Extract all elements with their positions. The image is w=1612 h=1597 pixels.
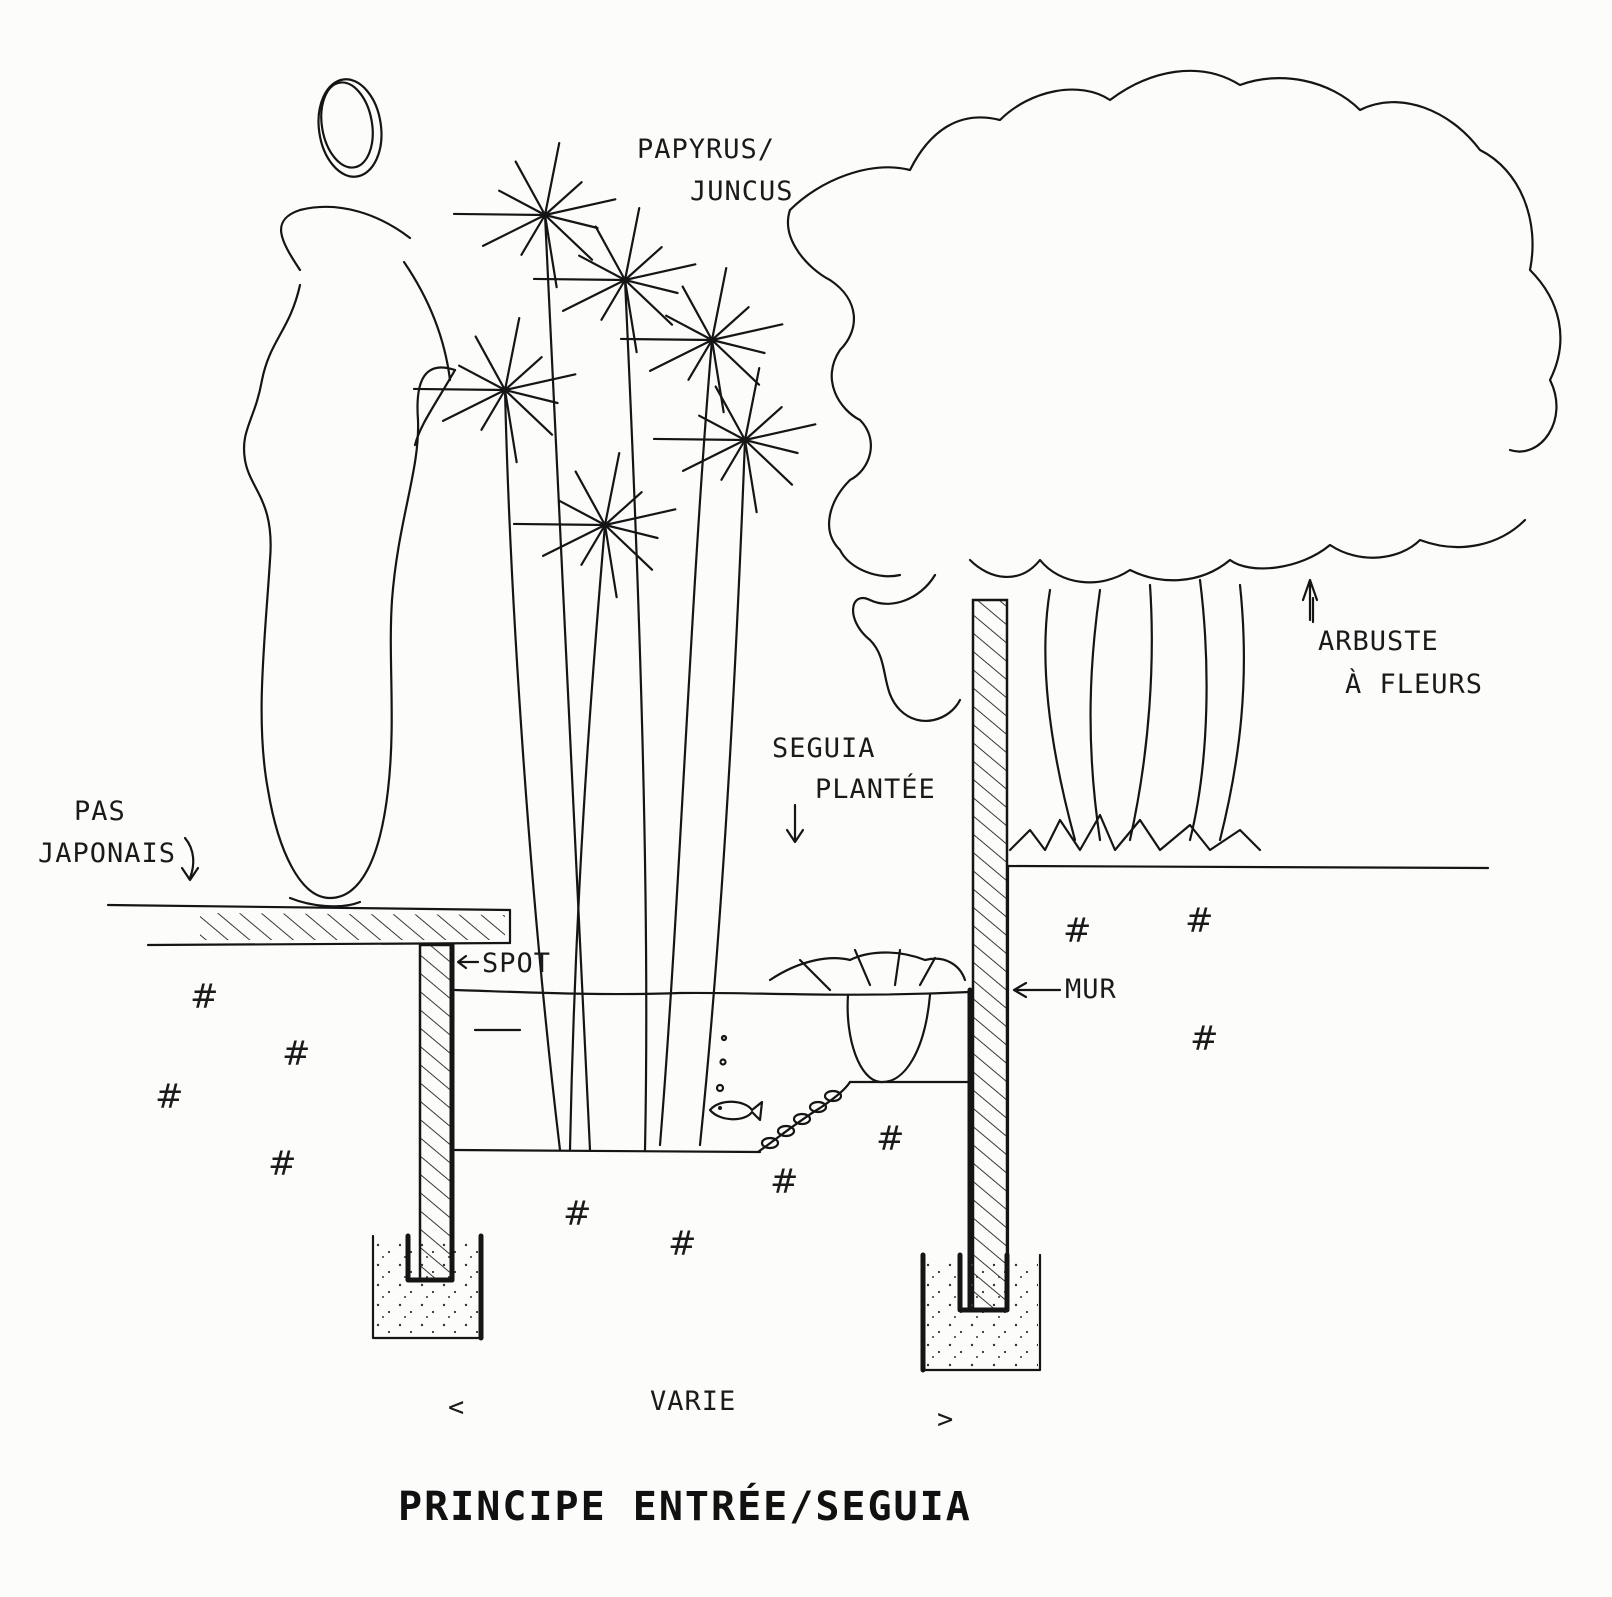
soil-hash-mark: # xyxy=(1190,1019,1219,1059)
soil-hash-mark: # xyxy=(155,1077,184,1117)
soil-hash-mark: # xyxy=(1185,901,1214,941)
seguia-channel xyxy=(453,948,972,1154)
soil-hash-mark: # xyxy=(1063,911,1092,951)
label-papyrus-line1: PAPYRUS/ xyxy=(637,134,775,165)
flowering-shrub xyxy=(787,69,1562,852)
varie-left-bracket: < xyxy=(448,1392,465,1423)
soil-hash-mark: # xyxy=(282,1034,311,1074)
label-papyrus-line2: JUNCUS xyxy=(690,176,794,207)
label-spot: SPOT xyxy=(482,948,551,979)
soil-hash-mark: # xyxy=(668,1224,697,1264)
left-wall xyxy=(371,942,484,1341)
label-arbuste-line2: À FLEURS xyxy=(1345,668,1483,700)
varie-right-bracket: > xyxy=(937,1404,954,1435)
japanese-step xyxy=(200,913,505,940)
right-wall xyxy=(920,598,1042,1373)
person-figure xyxy=(242,78,457,908)
label-mur: MUR xyxy=(1065,974,1117,1005)
label-seguia-line2: PLANTÉE xyxy=(815,773,936,805)
soil-hash-mark: # xyxy=(268,1144,297,1184)
soil-marks: # # # # # # # # # # # xyxy=(155,901,1219,1264)
drawing-title: PRINCIPE ENTRÉE/SEGUIA xyxy=(398,1482,972,1530)
label-seguia-line1: SEGUIA xyxy=(772,733,876,764)
label-pas-line2: JAPONAIS xyxy=(38,838,176,869)
annotation-arrows xyxy=(180,596,1315,999)
soil-hash-mark: # xyxy=(876,1119,905,1159)
soil-hash-mark: # xyxy=(563,1194,592,1234)
soil-hash-mark: # xyxy=(770,1162,799,1202)
label-pas-line1: PAS xyxy=(74,796,126,827)
soil-hash-mark: # xyxy=(190,977,219,1017)
label-arbuste-line1: ARBUSTE xyxy=(1318,626,1439,657)
label-varie: VARIE xyxy=(650,1386,736,1417)
papyrus-plants xyxy=(412,141,817,1152)
